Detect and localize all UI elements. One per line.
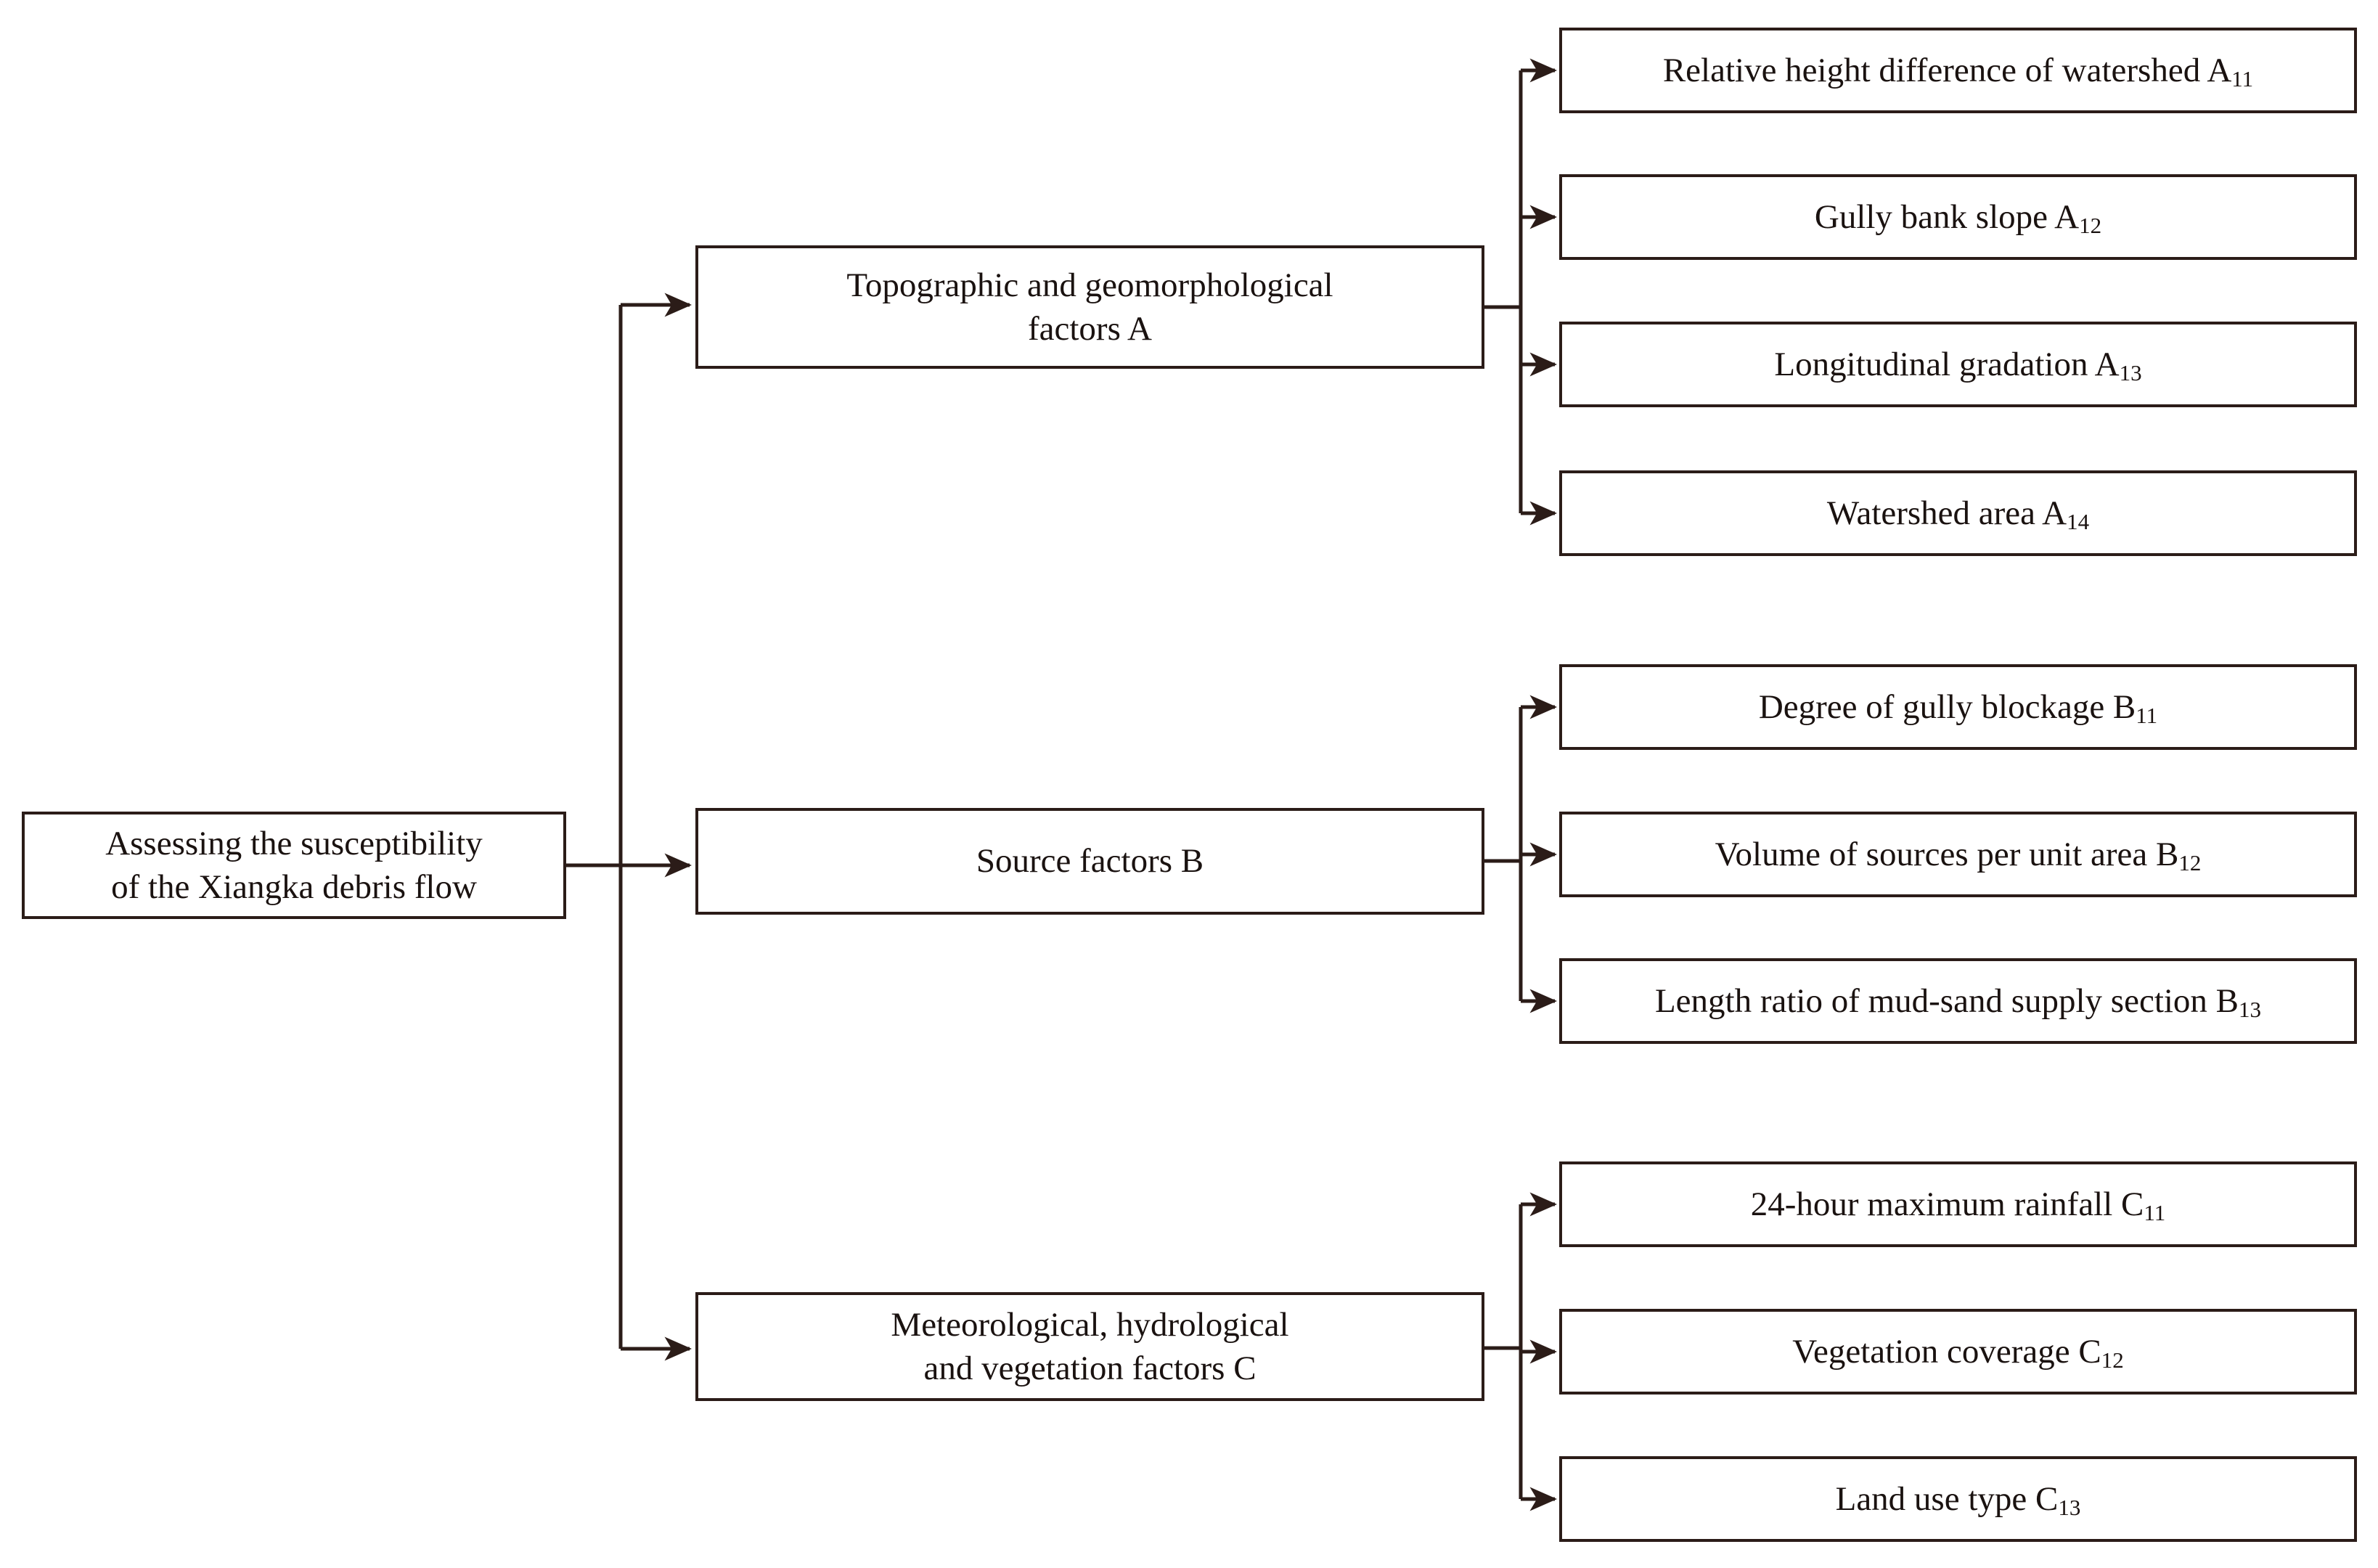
root-node-line1: Assessing the susceptibility (105, 824, 483, 862)
indicator-c11-text: 24-hour maximum rainfall C (1750, 1185, 2144, 1223)
criterion-node-b-label: Source factors B (976, 842, 1204, 881)
indicator-b12-label: Volume of sources per unit area B12 (1572, 833, 2344, 876)
indicator-c11-label: 24-hour maximum rainfall C11 (1572, 1183, 2344, 1226)
indicator-b11-text: Degree of gully blockage B (1758, 687, 2136, 726)
criterion-c-line2: and vegetation factors C (923, 1349, 1257, 1387)
indicator-c12-text: Vegetation coverage C (1792, 1332, 2101, 1371)
indicator-node-b13[interactable]: Length ratio of mud-sand supply section … (1559, 958, 2357, 1044)
indicator-a13-text: Longitudinal gradation A (1774, 345, 2120, 383)
connector-branch-a (1484, 58, 1558, 526)
indicator-node-a14[interactable]: Watershed area A14 (1559, 470, 2357, 556)
indicator-a11-label: Relative height difference of watershed … (1572, 49, 2344, 92)
criterion-node-c[interactable]: Meteorological, hydrological and vegetat… (695, 1292, 1484, 1401)
indicator-a12-sub: 12 (2079, 212, 2102, 238)
indicator-b13-label: Length ratio of mud-sand supply section … (1572, 979, 2344, 1023)
criterion-node-c-label: Meteorological, hydrological and vegetat… (708, 1303, 1471, 1390)
indicator-node-a13[interactable]: Longitudinal gradation A13 (1559, 322, 2357, 407)
indicator-node-a12[interactable]: Gully bank slope A12 (1559, 174, 2357, 260)
indicator-b12-sub: 12 (2178, 849, 2202, 875)
indicator-c12-label: Vegetation coverage C12 (1572, 1330, 2344, 1373)
indicator-a14-sub: 14 (2067, 508, 2090, 534)
indicator-b12-text: Volume of sources per unit area B (1715, 835, 2179, 873)
indicator-c13-sub: 13 (2058, 1494, 2081, 1520)
criterion-node-a-label: Topographic and geomorphological factors… (708, 264, 1471, 351)
indicator-a11-sub: 11 (2231, 65, 2254, 91)
connector-trunk-to-criteria (621, 293, 692, 1361)
indicator-node-c12[interactable]: Vegetation coverage C12 (1559, 1309, 2357, 1395)
indicator-node-b12[interactable]: Volume of sources per unit area B12 (1559, 812, 2357, 897)
indicator-b11-label: Degree of gully blockage B11 (1572, 685, 2344, 729)
indicator-c12-sub: 12 (2101, 1347, 2124, 1373)
connector-branch-c (1484, 1192, 1558, 1511)
indicator-node-a11[interactable]: Relative height difference of watershed … (1559, 28, 2357, 113)
indicator-b13-text: Length ratio of mud-sand supply section … (1654, 981, 2239, 1020)
root-node-line2: of the Xiangka debris flow (111, 868, 477, 906)
indicator-a14-label: Watershed area A14 (1572, 491, 2344, 535)
indicator-a12-text: Gully bank slope A (1814, 197, 2080, 236)
indicator-b11-sub: 11 (2136, 702, 2158, 728)
connector-branch-b (1484, 695, 1558, 1013)
indicator-a11-text: Relative height difference of watershed … (1662, 51, 2232, 89)
indicator-a12-label: Gully bank slope A12 (1572, 195, 2344, 239)
root-node[interactable]: Assessing the susceptibility of the Xian… (22, 812, 566, 919)
indicator-c13-text: Land use type C (1835, 1479, 2059, 1518)
indicator-a13-sub: 13 (2119, 359, 2142, 385)
indicator-node-c11[interactable]: 24-hour maximum rainfall C11 (1559, 1161, 2357, 1247)
indicator-c11-sub: 11 (2144, 1199, 2166, 1225)
criterion-a-line2: factors A (1028, 310, 1152, 348)
criterion-c-line1: Meteorological, hydrological (891, 1305, 1289, 1344)
indicator-node-c13[interactable]: Land use type C13 (1559, 1456, 2357, 1542)
connector-root-trunk (566, 305, 623, 1349)
indicator-b13-sub: 13 (2239, 996, 2262, 1022)
root-node-label: Assessing the susceptibility of the Xian… (35, 822, 553, 909)
indicator-c13-label: Land use type C13 (1572, 1477, 2344, 1521)
criterion-a-line1: Topographic and geomorphological (846, 266, 1333, 304)
criterion-node-b[interactable]: Source factors B (695, 808, 1484, 915)
indicator-a13-label: Longitudinal gradation A13 (1572, 343, 2344, 386)
criterion-node-a[interactable]: Topographic and geomorphological factors… (695, 245, 1484, 369)
indicator-a14-text: Watershed area A (1826, 494, 2067, 532)
indicator-node-b11[interactable]: Degree of gully blockage B11 (1559, 664, 2357, 750)
